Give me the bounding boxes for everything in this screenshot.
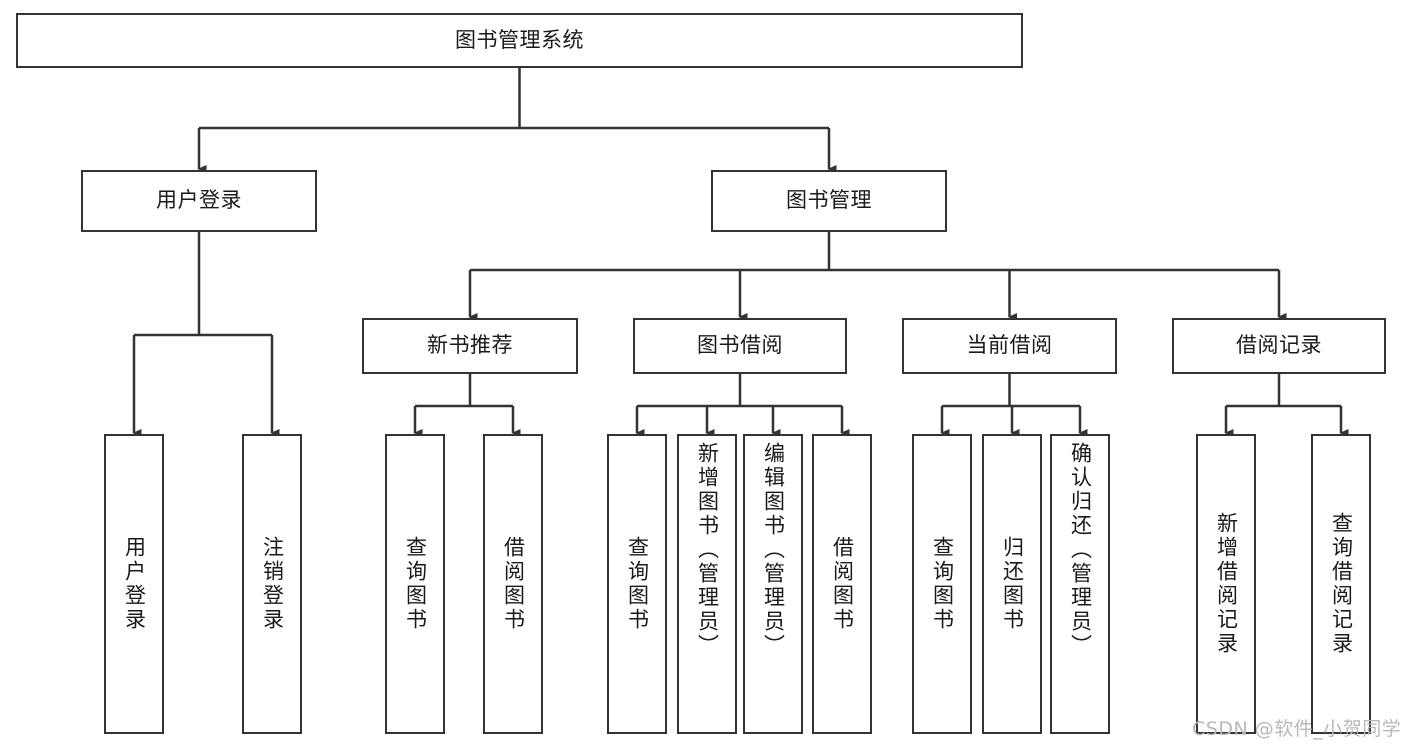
node-label: 图书借阅 <box>697 333 783 358</box>
node-label: 当前借阅 <box>966 333 1053 358</box>
node-label: 查询图书 <box>930 536 955 632</box>
node-label: 注销登录 <box>260 536 285 632</box>
node-label: 确认归还（管理员） <box>1068 442 1093 658</box>
node-leaf-query-books-3[interactable]: 查询图书 <box>912 434 972 734</box>
node-label: 查询借阅记录 <box>1329 512 1354 656</box>
csdn-watermark: CSDN @软件_小贺同学 <box>1192 718 1402 740</box>
node-leaf-query-books-1[interactable]: 查询图书 <box>385 434 445 734</box>
node-label: 用户登录 <box>156 188 242 213</box>
node-label: 查询图书 <box>403 536 428 632</box>
node-label: 归还图书 <box>1000 536 1025 632</box>
node-label: 新增借阅记录 <box>1214 512 1239 656</box>
node-label: 用户登录 <box>122 536 147 632</box>
node-label: 新增图书（管理员） <box>695 442 720 658</box>
node-leaf-user-login[interactable]: 用户登录 <box>104 434 164 734</box>
node-label: 编辑图书（管理员） <box>761 442 786 658</box>
node-leaf-query-record[interactable]: 查询借阅记录 <box>1311 434 1371 734</box>
node-user-login[interactable]: 用户登录 <box>81 170 317 232</box>
node-label: 借阅图书 <box>501 536 526 632</box>
node-leaf-confirm-return[interactable]: 确认归还（管理员） <box>1050 434 1110 734</box>
node-leaf-add-record[interactable]: 新增借阅记录 <box>1196 434 1256 734</box>
node-label: 借阅图书 <box>830 536 855 632</box>
node-leaf-user-logout[interactable]: 注销登录 <box>242 434 302 734</box>
node-label: 查询图书 <box>625 536 650 632</box>
node-current-borrow[interactable]: 当前借阅 <box>902 318 1117 374</box>
node-borrow-record[interactable]: 借阅记录 <box>1172 318 1386 374</box>
node-book-borrow[interactable]: 图书借阅 <box>633 318 847 374</box>
node-label: 图书管理 <box>786 188 872 213</box>
node-label: 借阅记录 <box>1236 333 1322 358</box>
node-label: 图书管理系统 <box>455 27 584 52</box>
connector-lines <box>132 68 1349 437</box>
node-root[interactable]: 图书管理系统 <box>16 13 1023 68</box>
node-book-manage[interactable]: 图书管理 <box>711 170 947 232</box>
node-leaf-return-book[interactable]: 归还图书 <box>982 434 1042 734</box>
node-new-book-rec[interactable]: 新书推荐 <box>362 318 578 374</box>
node-leaf-borrow-books-1[interactable]: 借阅图书 <box>483 434 543 734</box>
node-leaf-add-book[interactable]: 新增图书（管理员） <box>677 434 737 734</box>
node-label: 新书推荐 <box>427 333 513 358</box>
node-leaf-query-books-2[interactable]: 查询图书 <box>607 434 667 734</box>
node-leaf-edit-book[interactable]: 编辑图书（管理员） <box>743 434 803 734</box>
node-leaf-borrow-books-2[interactable]: 借阅图书 <box>812 434 872 734</box>
